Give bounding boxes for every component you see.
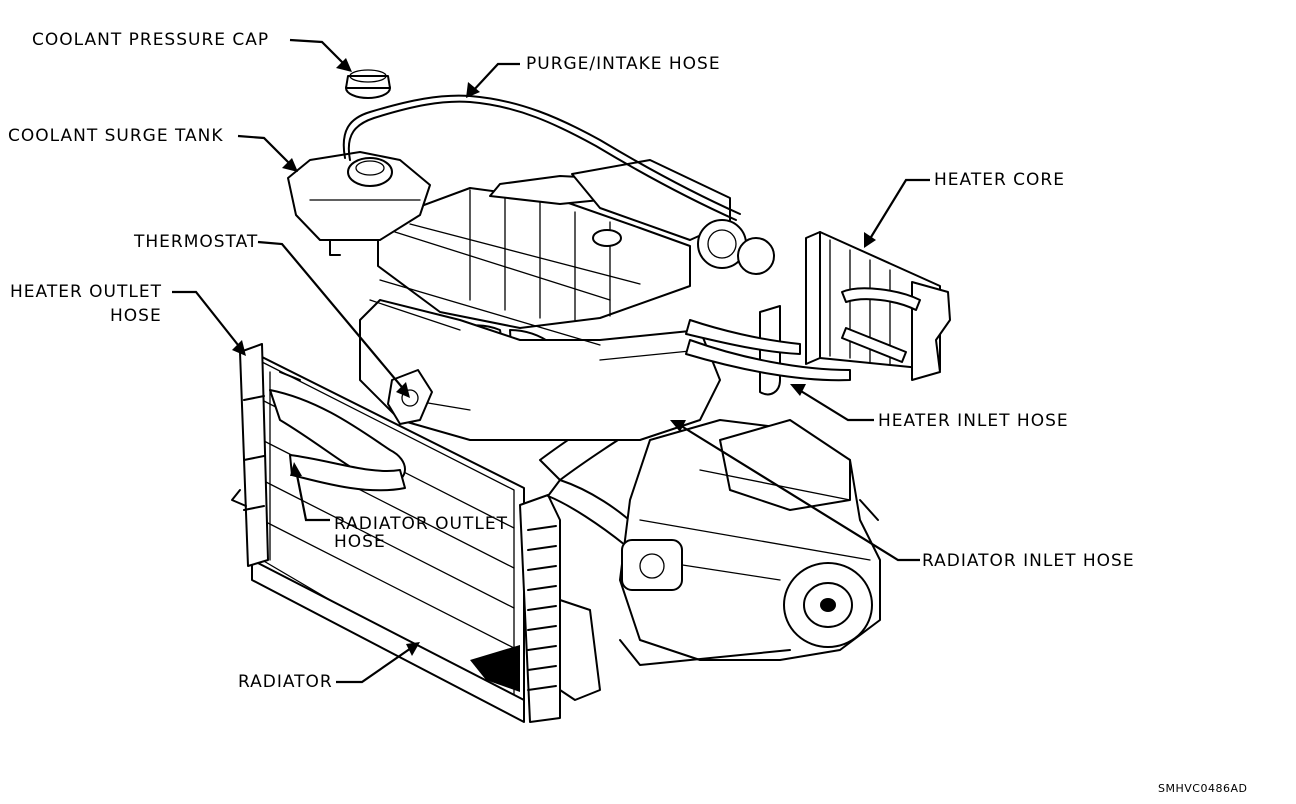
label-coolant-surge-tank: COOLANT SURGE TANK bbox=[8, 126, 224, 146]
label-purge-intake-hose: PURGE/INTAKE HOSE bbox=[526, 54, 721, 74]
figure-code: SMHVC0486AD bbox=[1158, 782, 1248, 795]
label-radiator: RADIATOR bbox=[238, 672, 333, 692]
label-heater-core: HEATER CORE bbox=[934, 170, 1065, 190]
label-heater-outlet-hose-line1: HEATER OUTLET bbox=[10, 282, 162, 302]
label-radiator-inlet-hose: RADIATOR INLET HOSE bbox=[922, 551, 1135, 571]
heater-hoses bbox=[685, 305, 851, 396]
label-heater-outlet-hose-line2: HOSE bbox=[110, 306, 162, 326]
label-radiator-outlet-hose-line1: RADIATOR OUTLET bbox=[334, 514, 508, 534]
heater-core bbox=[805, 231, 951, 381]
surge-tank bbox=[287, 151, 431, 256]
pressure-cap bbox=[345, 69, 391, 99]
label-radiator-outlet-hose-line2: HOSE bbox=[334, 532, 386, 552]
engine-block bbox=[359, 159, 881, 666]
purge-hose bbox=[342, 94, 741, 221]
label-thermostat: THERMOSTAT bbox=[134, 232, 259, 252]
label-coolant-pressure-cap: COOLANT PRESSURE CAP bbox=[32, 30, 270, 50]
label-heater-inlet-hose: HEATER INLET HOSE bbox=[878, 411, 1069, 431]
leader-lines bbox=[172, 38, 930, 684]
